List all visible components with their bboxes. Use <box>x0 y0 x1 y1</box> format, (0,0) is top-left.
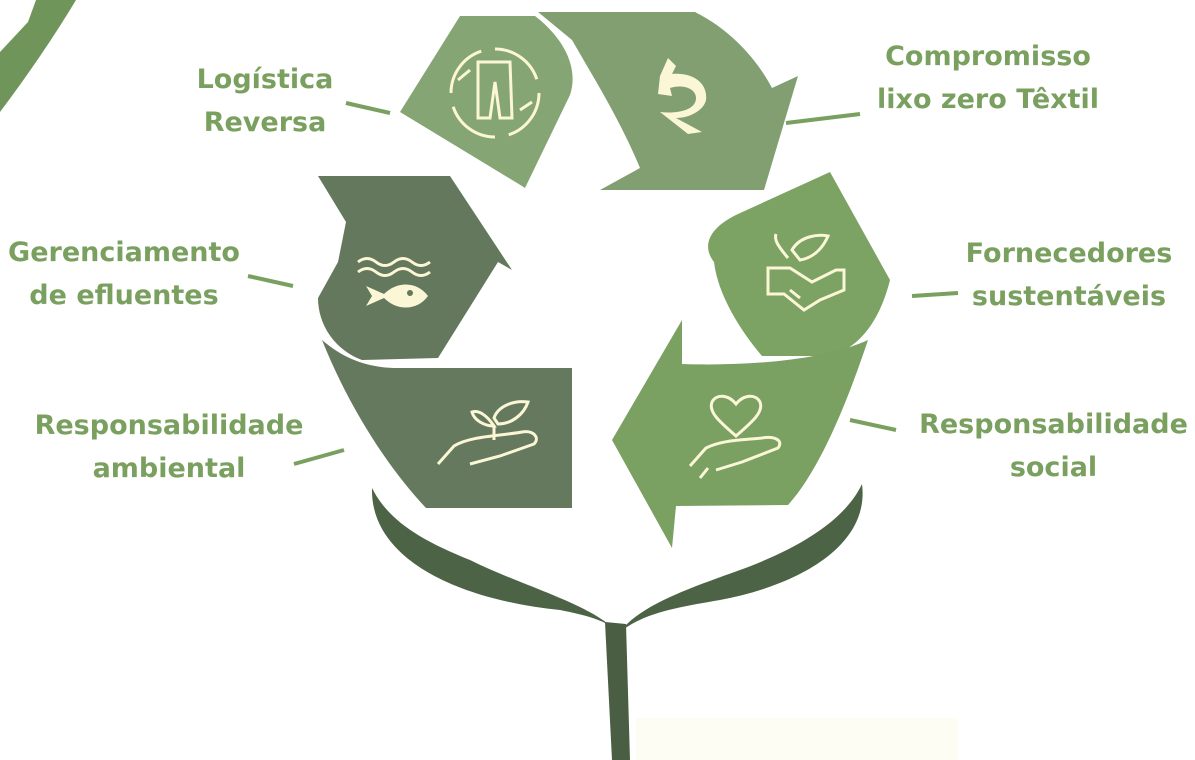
label-line: Logística <box>196 64 334 95</box>
left-leaf <box>371 488 615 630</box>
clothes-recycle-icon <box>449 47 541 139</box>
segment-fornecedores <box>708 172 890 356</box>
fish-water-icon <box>357 257 431 308</box>
connector-resp-ambiental <box>293 448 345 466</box>
label-line: Responsabilidade <box>919 409 1188 440</box>
return-arrow-icon <box>658 58 707 134</box>
label-line: social <box>1009 452 1098 483</box>
connector-fornecedores <box>911 291 959 298</box>
label-line: Fornecedores <box>965 238 1173 269</box>
label-fornecedores-sustentaveis: Fornecedores sustentáveis <box>955 232 1183 318</box>
label-line: de efluentes <box>29 280 219 311</box>
label-line: lixo zero Têxtil <box>877 84 1099 115</box>
label-line: Gerenciamento <box>8 237 240 268</box>
connector-resp-social <box>849 418 897 432</box>
connector-logistica <box>345 101 391 115</box>
handshake-leaf-icon <box>766 233 846 312</box>
label-line: Compromisso <box>885 41 1091 72</box>
label-responsabilidade-social: Responsabilidade social <box>912 403 1195 489</box>
label-line: sustentáveis <box>971 281 1167 312</box>
hand-heart-icon <box>688 394 782 479</box>
label-line: Reversa <box>203 107 327 138</box>
connector-gerenciamento <box>247 274 294 288</box>
right-leaf <box>620 484 863 632</box>
cream-background-patch <box>636 718 958 760</box>
segment-logistica-reversa <box>400 16 573 188</box>
corner-leaf-decoration <box>0 0 76 112</box>
segment-resp-ambiental <box>322 340 572 508</box>
label-line: ambiental <box>92 453 246 484</box>
segment-compromisso <box>538 12 798 190</box>
label-compromisso-lixo-zero: Compromisso lixo zero Têxtil <box>868 35 1108 121</box>
hand-plant-icon <box>436 400 538 466</box>
connector-compromisso <box>785 112 861 125</box>
segment-gerenciamento <box>318 176 512 360</box>
plant-stem <box>605 622 630 760</box>
label-logistica-reversa: Logística Reversa <box>192 58 338 144</box>
label-gerenciamento-efluentes: Gerenciamento de efluentes <box>0 231 248 317</box>
label-responsabilidade-ambiental: Responsabilidade ambiental <box>26 404 312 490</box>
label-line: Responsabilidade <box>34 410 304 441</box>
